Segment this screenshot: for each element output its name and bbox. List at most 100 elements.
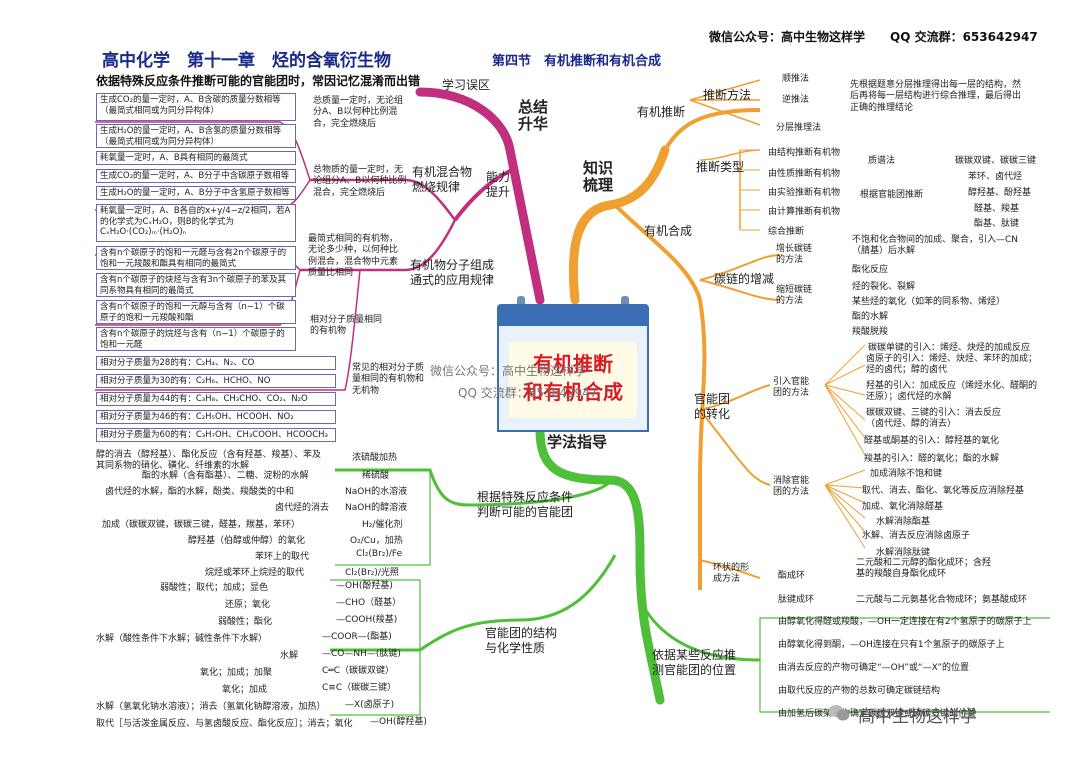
cond-left-2: 卤代烃的水解，酯的水解，酚类、羧酸类的中和: [105, 487, 295, 497]
branch-summary: [415, 87, 545, 305]
method-1: 逆推法: [782, 95, 810, 105]
fg-left-7: 水解（氢氧化钠水溶液）；消去（氢氧化钠醇溶液，加热）: [96, 702, 326, 712]
knowledge-label: 知识梳理: [583, 159, 614, 195]
shrink-item-2: 酯的水解: [852, 312, 889, 322]
burn-rule-label: 有机混合物燃烧规律: [412, 165, 473, 194]
remove-item-5: 水解消除肽键: [876, 548, 931, 558]
burn-mass-item-1: 生成CO₂的量一定时，A、B含碳的质量分数相等（最简式相同或为同分异构体）: [96, 93, 296, 121]
position-row-4: 由加氢后碳架结构确定碳碳双键或碳碳三键的位置: [778, 709, 977, 719]
remove-item-2: 加成、氧化消除醛基: [862, 502, 944, 512]
fg-left-6: 氧化；加成: [222, 685, 268, 695]
ring-label: 环状的形成方法: [713, 563, 750, 585]
calendar-card: [509, 342, 637, 418]
formula-mw-note: 相对分子质量相同的有机物: [310, 315, 383, 337]
watermark-account: 高中生物这样学: [858, 707, 977, 727]
remove-item-3: 水解消除酯基: [876, 517, 931, 527]
mw-44: 相对分子质量为44的有：C₃H₈、CH₃CHO、CO₂、N₂O: [96, 392, 336, 406]
shrink-label: 缩短碳链的方法: [776, 285, 813, 307]
grow-item: 酯化反应: [852, 265, 889, 275]
cond-right-6: Cl₂(Br₂)/Fe: [356, 549, 403, 559]
qq-group: QQ 交流群：653642947: [890, 30, 1038, 44]
cond-left-6: 苯环上的取代: [255, 552, 310, 562]
type-2: 由实验推断有机物: [768, 188, 841, 198]
cond-right-1: 稀硫酸: [362, 471, 390, 481]
grow-label: 增长碳链的方法: [776, 244, 813, 266]
position-row-3: 由取代反应的产物的总数可确定碳链结构: [778, 686, 941, 696]
intro-item-0: 碳碳单键的引入：烯烃、炔烃的加成反应: [868, 343, 1031, 353]
summary-label: 总结升华: [518, 98, 549, 134]
type-mid-0: 质谱法: [868, 156, 896, 166]
fg-right-7: —X(卤原子): [345, 700, 395, 710]
ring-item-0: 酯成环: [778, 571, 806, 581]
position-row-0: 由醇氧化得醛或羧酸，—OH一定连接在有2个氢原子的碳原子上: [778, 617, 1032, 627]
mw-46: 相对分子质量为46的有：C₂H₅OH、HCOOH、NO₂: [96, 410, 336, 424]
intro-item-3: 碳碳双键、三键的引入：消去反应（卤代烃、醇的消去）: [866, 408, 1002, 430]
type-right-3: 醛基、羧基: [974, 204, 1020, 214]
center-calendar: 有机推断 和有机合成: [497, 296, 649, 432]
fg-right-8: —OH(醇羟基): [370, 717, 427, 727]
position-label: 依据某些反应推测官能团的位置: [652, 648, 737, 677]
chain-label: 碳链的增减: [714, 272, 775, 286]
fg-right-6: C≡C（碳碳三键）: [322, 683, 397, 693]
burn-mass-item-3: 耗氧量一定时，A、B具有相同的最简式: [96, 151, 296, 165]
burn-mole-note: 总物质的量一定时，无论组分A、B以何种比例混合，完全燃烧后: [313, 165, 407, 198]
formula-simplest-note: 最简式相同的有机物，无论多少种，以何种比例混合，混合物中元素质量比相同: [308, 234, 399, 278]
mw-30: 相对分子质量为30的有：C₂H₆、HCHO、NO: [96, 374, 336, 388]
branch-summary-formula: [300, 219, 457, 272]
fg-left-2: 弱酸性；酯化: [218, 617, 273, 627]
type-right-0: 碳碳双键、碳碳三键: [955, 156, 1037, 166]
cond-left-3: 卤代烃的消去: [275, 503, 330, 513]
burn-mole-item-1: 生成CO₂的量一定时，A、B分子中含碳原子数相等: [96, 169, 296, 183]
fg-transform-label: 官能团的转化: [694, 392, 731, 421]
branch-knowledge-inference: [663, 108, 761, 152]
calendar-header: [497, 304, 649, 324]
cond-right-5: O₂/Cu，加热: [350, 536, 403, 546]
mw-60: 相对分子质量为60的有：C₃H₇OH、CH₃COOH、HCOOCH₃: [96, 428, 336, 442]
cond-right-4: H₂/催化剂: [362, 520, 403, 530]
position-row-2: 由消去反应的产物可确定“—OH”或“—X”的位置: [778, 663, 970, 673]
fg-right-3: —COOR—(酯基): [322, 632, 392, 642]
burn-mass-item-2: 生成H₂O的量一定时，A、B含氢的质量分数相等（最简式相同或为同分异构体）: [96, 124, 296, 148]
ability-label: 能力提升: [486, 170, 511, 199]
intro-item-1: 卤原子的引入：烯烃、炔烃、苯环的加成；烃的卤代；醇的卤代: [866, 354, 1038, 376]
cond-right-7: Cl₂(Br₂)/光照: [345, 568, 399, 578]
shrink-item-1: 某些烃的氧化（如苯的同系物、烯烃）: [852, 297, 1006, 307]
formula-simplest-item-1: 含有n个碳原子的饱和一元醛与含有2n个碳原子的饱和一元羧酸和酯具有相同的最简式: [96, 246, 296, 270]
shrink-item-3: 羧酸脱羧: [852, 327, 889, 337]
formula-rule-label: 有机物分子组成通式的应用规律: [410, 258, 495, 287]
cond-left-5: 醇羟基（伯醇或仲醇）的氧化: [188, 536, 306, 546]
wechat-account: 微信公众号：高中生物这样学: [709, 30, 866, 44]
fg-right-1: —CHO（醛基）: [336, 598, 402, 608]
branch-study-groups: [330, 554, 617, 652]
formula-mw-item-1: 含有n个碳原子的饱和一元醇与含有（n−1）个碳原子的饱和一元羧酸和酯: [96, 300, 296, 324]
type-3: 由计算推断有机物: [768, 207, 841, 217]
conditions-label: 根据特殊反应条件判断可能的官能团: [477, 490, 574, 519]
fg-right-4: —CO—NH—(肽键): [322, 649, 401, 659]
formula-common-note: 常见的相对分子质量相同的有机物和无机物: [352, 363, 425, 396]
page-title: 高中化学 第十一章 烃的含氧衍生物: [102, 51, 391, 71]
cond-right-0: 浓硫酸加热: [352, 453, 398, 463]
branch-study-position: [638, 599, 761, 662]
remove-item-4: 水解、消去反应消除卤原子: [862, 531, 971, 541]
types-label: 推断类型: [696, 160, 745, 174]
fg-left-8: 取代［与活泼金属反应、与氢卤酸反应、酯化反应］；消去；氧化: [96, 719, 353, 729]
methods-note: 先根据题意分层推理得出每一层的结构，然后再将每一层结构进行综合推理，最后得出正确…: [850, 80, 1022, 113]
formula-simplest-item-2: 含有n个碳原子的炔烃与含有3n个碳原子的苯及其同系物具有相同的最简式: [96, 273, 296, 297]
intro-method-label: 引入官能团的方法: [773, 377, 810, 399]
fg-left-4: 水解: [280, 651, 299, 661]
cond-left-4: 加成（碳碳双键，碳碳三键，醛基，羰基，苯环）: [102, 520, 301, 530]
ring-note-1: 二元酸与二元氨基化合物成环；氨基酸成环: [856, 595, 1028, 605]
fg-right-0: —OH(酚羟基): [336, 581, 393, 591]
fg-left-0: 弱酸性；取代；加成；显色: [160, 583, 269, 593]
remove-method-label: 消除官能团的方法: [773, 476, 810, 498]
center-title-line1: 有机推断: [533, 352, 613, 376]
type-4: 综合推断: [768, 227, 805, 237]
center-title-line2: 和有机合成: [523, 380, 623, 404]
burn-mole-item-2: 生成H₂O的量一定时，A、B分子中含氢原子数相等: [96, 186, 296, 200]
ring-item-1: 肽键成环: [778, 595, 815, 605]
fg-left-3: 水解（酸性条件下水解；碱性条件下水解）: [96, 634, 268, 644]
groups-label: 官能团的结构与化学性质: [485, 626, 558, 655]
type-0: 由结构推断有机物: [768, 148, 841, 158]
formula-mw-item-2: 含有n个碳原子的烷烃与含有（n−1）个碳原子的饱和一元醛: [96, 327, 296, 351]
